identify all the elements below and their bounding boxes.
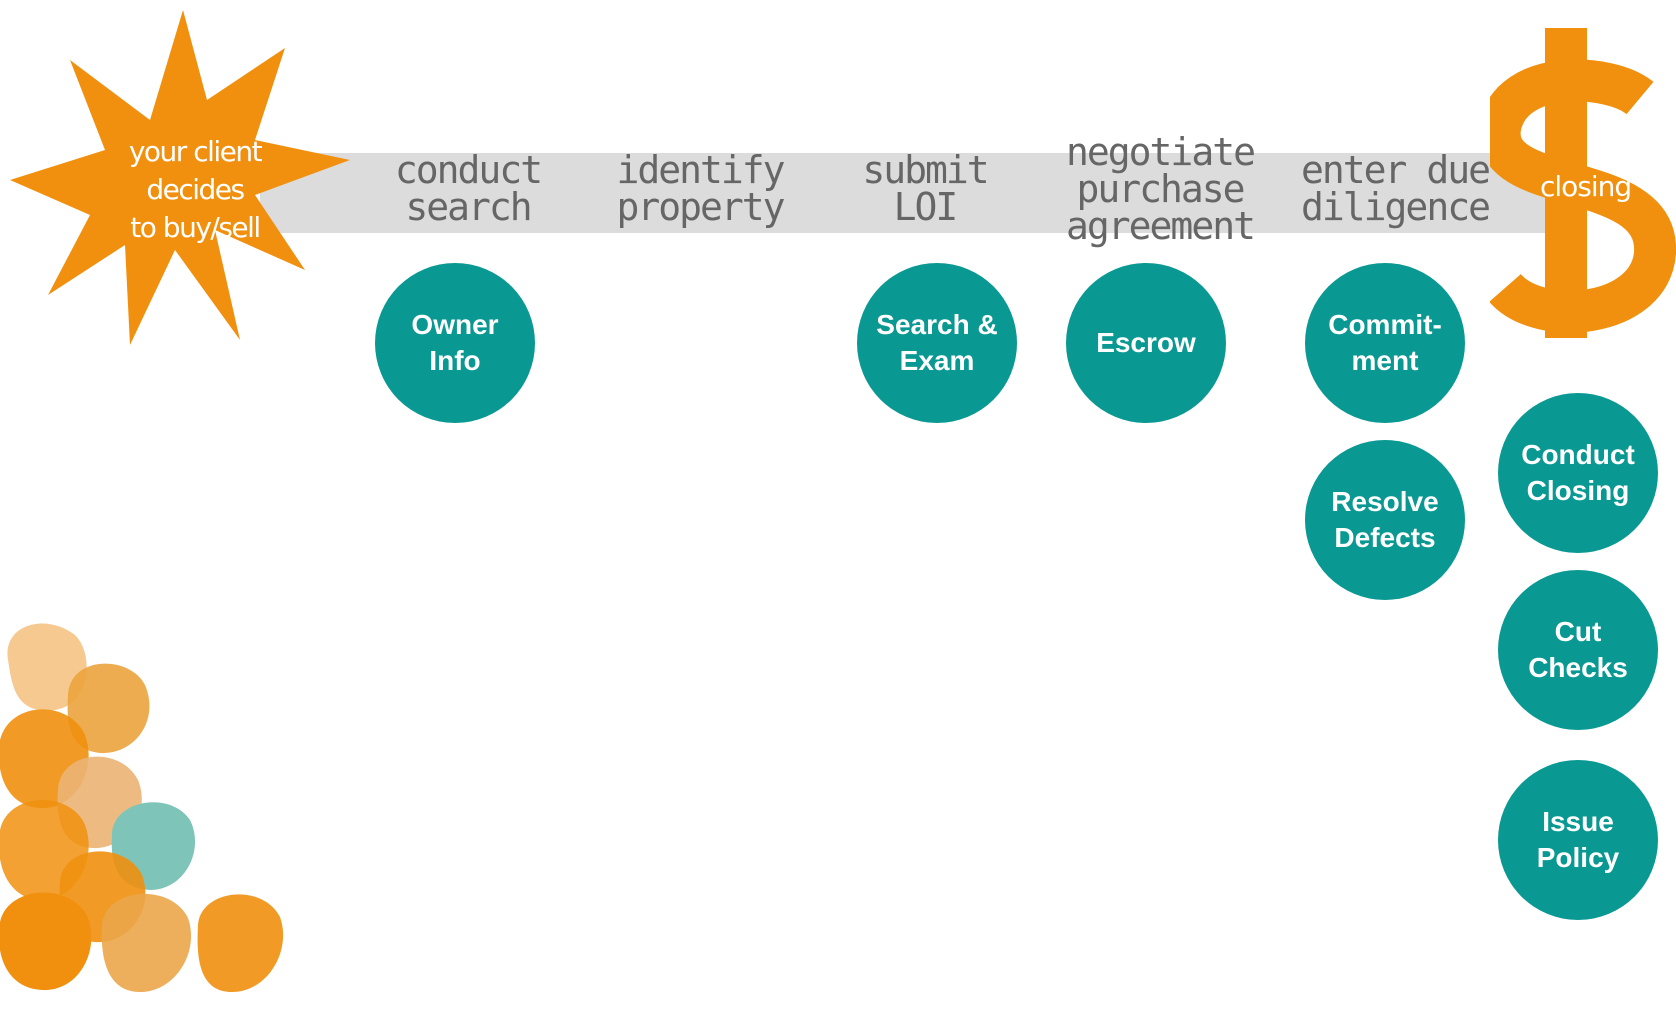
stage-conduct-search: conduct search xyxy=(394,148,543,230)
service-owner-info: Owner Info xyxy=(375,263,535,423)
end-label: closing xyxy=(1540,170,1632,203)
service-conduct-closing: Conduct Closing xyxy=(1498,393,1658,553)
service-commitment: Commit- ment xyxy=(1305,263,1465,423)
service-search-exam: Search & Exam xyxy=(857,263,1017,423)
service-issue-policy: Issue Policy xyxy=(1498,760,1658,920)
service-cut-checks: Cut Checks xyxy=(1498,570,1658,730)
timeline-band xyxy=(260,153,1560,233)
dollar-sign-shape xyxy=(1490,28,1676,338)
stage-negotiate-purchase-agreement: negotiate purchase agreement xyxy=(1066,130,1256,249)
stage-submit-loi: submit LOI xyxy=(862,148,989,230)
starburst-shape xyxy=(10,10,350,345)
service-resolve-defects: Resolve Defects xyxy=(1305,440,1465,600)
stage-identify-property: identify property xyxy=(616,148,785,230)
stage-enter-due-diligence: enter due diligence xyxy=(1301,148,1491,230)
decorative-dots-cluster xyxy=(0,623,284,992)
service-escrow: Escrow xyxy=(1066,263,1226,423)
start-label: your client decides to buy/sell xyxy=(128,135,263,244)
